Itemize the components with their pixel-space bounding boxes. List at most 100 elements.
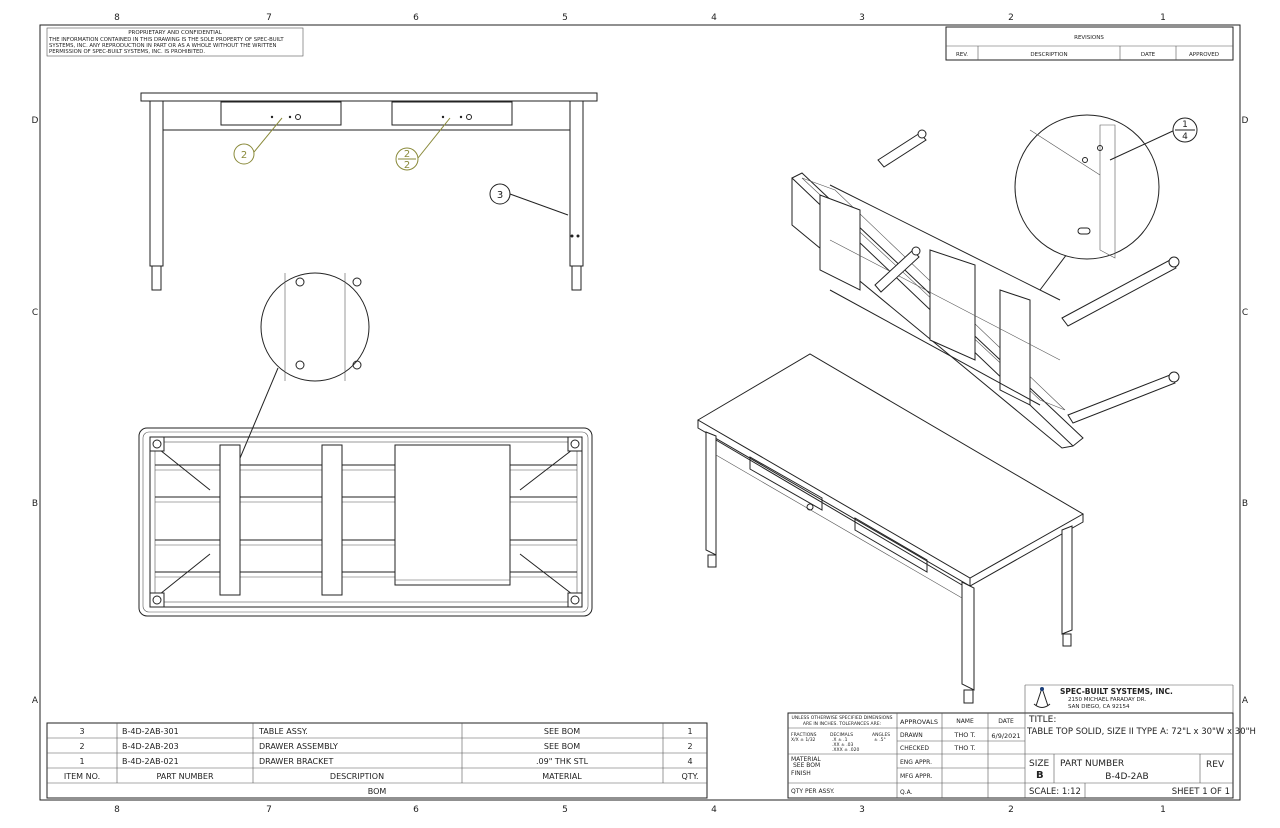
revisions-header-date: DATE	[1141, 52, 1156, 58]
bom-row: 3 B-4D-2AB-301 TABLE ASSY. SEE BOM 1	[79, 727, 692, 736]
revisions-header-description: DESCRIPTION	[1030, 52, 1067, 58]
svg-text:2: 2	[404, 160, 410, 171]
zone-col-4: 4	[711, 13, 717, 23]
svg-text:QTY.: QTY.	[682, 772, 699, 781]
zone-row-a-right: A	[1242, 696, 1249, 706]
svg-text:3: 3	[497, 190, 503, 201]
drawing-title: TABLE TOP SOLID, SIZE II TYPE A: 72"L x …	[1026, 727, 1256, 737]
title-label: TITLE:	[1028, 715, 1056, 725]
leg	[961, 581, 975, 691]
front-view: 2 2 2 3	[140, 92, 598, 291]
svg-text:1: 1	[687, 727, 692, 736]
svg-text:SEE BOM: SEE BOM	[544, 727, 580, 736]
svg-text:1: 1	[1182, 120, 1188, 130]
svg-text:2: 2	[79, 742, 84, 751]
company-name: SPEC-BUILT SYSTEMS, INC.	[1060, 687, 1173, 696]
mfg-appr-label: MFG APPR.	[900, 773, 932, 780]
zone-col-7: 7	[266, 13, 272, 23]
angles-value: ± .5°	[874, 737, 886, 743]
leg	[877, 132, 927, 168]
tolerance-note: UNLESS OTHERWISE SPECIFIED DIMENSIONS	[792, 715, 893, 721]
svg-text:.09" THK STL: .09" THK STL	[536, 757, 589, 766]
bom-title: BOM	[368, 787, 387, 796]
decimals-value: .XX ± .03	[832, 742, 854, 748]
svg-text:B-4D-2AB-301: B-4D-2AB-301	[122, 727, 179, 736]
size-value: B	[1036, 770, 1044, 781]
zone-col-3-bottom: 3	[859, 805, 865, 815]
drawn-name: THO T.	[953, 731, 975, 739]
zone-col-8: 8	[114, 13, 120, 23]
proprietary-notice: PROPRIETARY AND CONFIDENTIAL THE INFORMA…	[46, 27, 304, 57]
revisions-table: REVISIONS REV. DESCRIPTION DATE APPROVED	[945, 26, 1234, 61]
checked-label: CHECKED	[900, 745, 929, 752]
zone-col-5: 5	[562, 13, 568, 23]
svg-text:TABLE ASSY.: TABLE ASSY.	[258, 727, 308, 736]
svg-text:PART NUMBER: PART NUMBER	[156, 772, 213, 781]
svg-text:DESCRIPTION: DESCRIPTION	[330, 772, 384, 781]
svg-text:DRAWER ASSEMBLY: DRAWER ASSEMBLY	[259, 742, 338, 751]
part-number-label: PART NUMBER	[1060, 759, 1124, 769]
zone-col-8-bottom: 8	[114, 805, 120, 815]
svg-text:B-4D-2AB-203: B-4D-2AB-203	[122, 742, 179, 751]
drawer-front	[749, 456, 823, 511]
material-label: MATERIAL	[791, 756, 821, 763]
zone-col-4-bottom: 4	[711, 805, 717, 815]
zone-row-a: A	[32, 696, 39, 706]
drawer-front	[220, 101, 342, 126]
angles-label: ANGLES	[872, 732, 890, 738]
svg-text:DRAWER BRACKET: DRAWER BRACKET	[259, 757, 333, 766]
leg	[874, 249, 920, 293]
zone-col-3: 3	[859, 13, 865, 23]
isometric-view-table	[697, 353, 1085, 704]
tolerance-note: ARE IN INCHES. TOLERANCES ARE:	[803, 721, 881, 727]
material-value: SEE BOM	[793, 762, 820, 769]
zone-col-2-bottom: 2	[1008, 805, 1014, 815]
notice-line: PERMISSION OF SPEC-BUILT SYSTEMS, INC. I…	[49, 49, 205, 55]
fractions-value: X/X ± 1/32	[791, 737, 816, 743]
decimals-value: .XXX ± .020	[832, 747, 859, 753]
eng-appr-label: ENG APPR.	[900, 759, 932, 766]
zone-row-d-right: D	[1242, 116, 1249, 126]
company-address: SAN DIEGO, CA 92154	[1068, 704, 1130, 710]
zone-row-c: C	[32, 308, 38, 318]
revisions-header-rev: REV.	[956, 52, 968, 58]
sheet-number: SHEET 1 OF 1	[1172, 787, 1230, 797]
zone-row-c-right: C	[1242, 308, 1248, 318]
company-logo-icon	[1033, 687, 1051, 708]
zone-col-2: 2	[1008, 13, 1014, 23]
svg-text:4: 4	[687, 757, 692, 766]
notice-line: SYSTEMS, INC. ANY REPRODUCTION IN PART O…	[49, 43, 276, 49]
part-number-value: B-4D-2AB	[1105, 772, 1148, 782]
svg-text:2: 2	[241, 150, 247, 161]
svg-text:ITEM NO.: ITEM NO.	[64, 772, 100, 781]
leg	[1067, 374, 1176, 424]
drawn-date: 6/9/2021	[991, 732, 1020, 740]
checked-name: THO T.	[953, 744, 975, 752]
zone-col-6: 6	[413, 13, 419, 23]
drawn-label: DRAWN	[900, 732, 923, 739]
svg-text:B-4D-2AB-021: B-4D-2AB-021	[122, 757, 179, 766]
decimals-value: .X ± .1	[832, 737, 848, 743]
zone-col-1: 1	[1160, 13, 1166, 23]
detail-view-mounting-holes	[219, 272, 370, 490]
drawer-front	[391, 101, 513, 126]
bom-header: ITEM NO. PART NUMBER DESCRIPTION MATERIA…	[64, 772, 699, 781]
sheet-border	[39, 24, 1241, 801]
approvals-header: APPROVALS	[900, 718, 938, 726]
bom-row: 1 B-4D-2AB-021 DRAWER BRACKET .09" THK S…	[79, 757, 692, 766]
bom-table: 3 B-4D-2AB-301 TABLE ASSY. SEE BOM 1 2 B…	[46, 722, 708, 799]
svg-text:2: 2	[687, 742, 692, 751]
zone-col-5-bottom: 5	[562, 805, 568, 815]
balloon-drawer-bracket: 1 4	[1172, 117, 1198, 143]
zone-row-b-right: B	[1242, 499, 1248, 509]
date-header: DATE	[998, 718, 1014, 725]
svg-text:2: 2	[404, 149, 410, 160]
leg	[705, 431, 717, 556]
leg	[1061, 259, 1177, 327]
title-block: SPEC-BUILT SYSTEMS, INC. 2150 MICHAEL FA…	[787, 684, 1256, 799]
finish-label: FINISH	[791, 770, 811, 777]
scale: SCALE: 1:12	[1029, 787, 1081, 797]
drawer-front	[854, 517, 928, 573]
notice-line: THE INFORMATION CONTAINED IN THIS DRAWIN…	[48, 37, 284, 43]
